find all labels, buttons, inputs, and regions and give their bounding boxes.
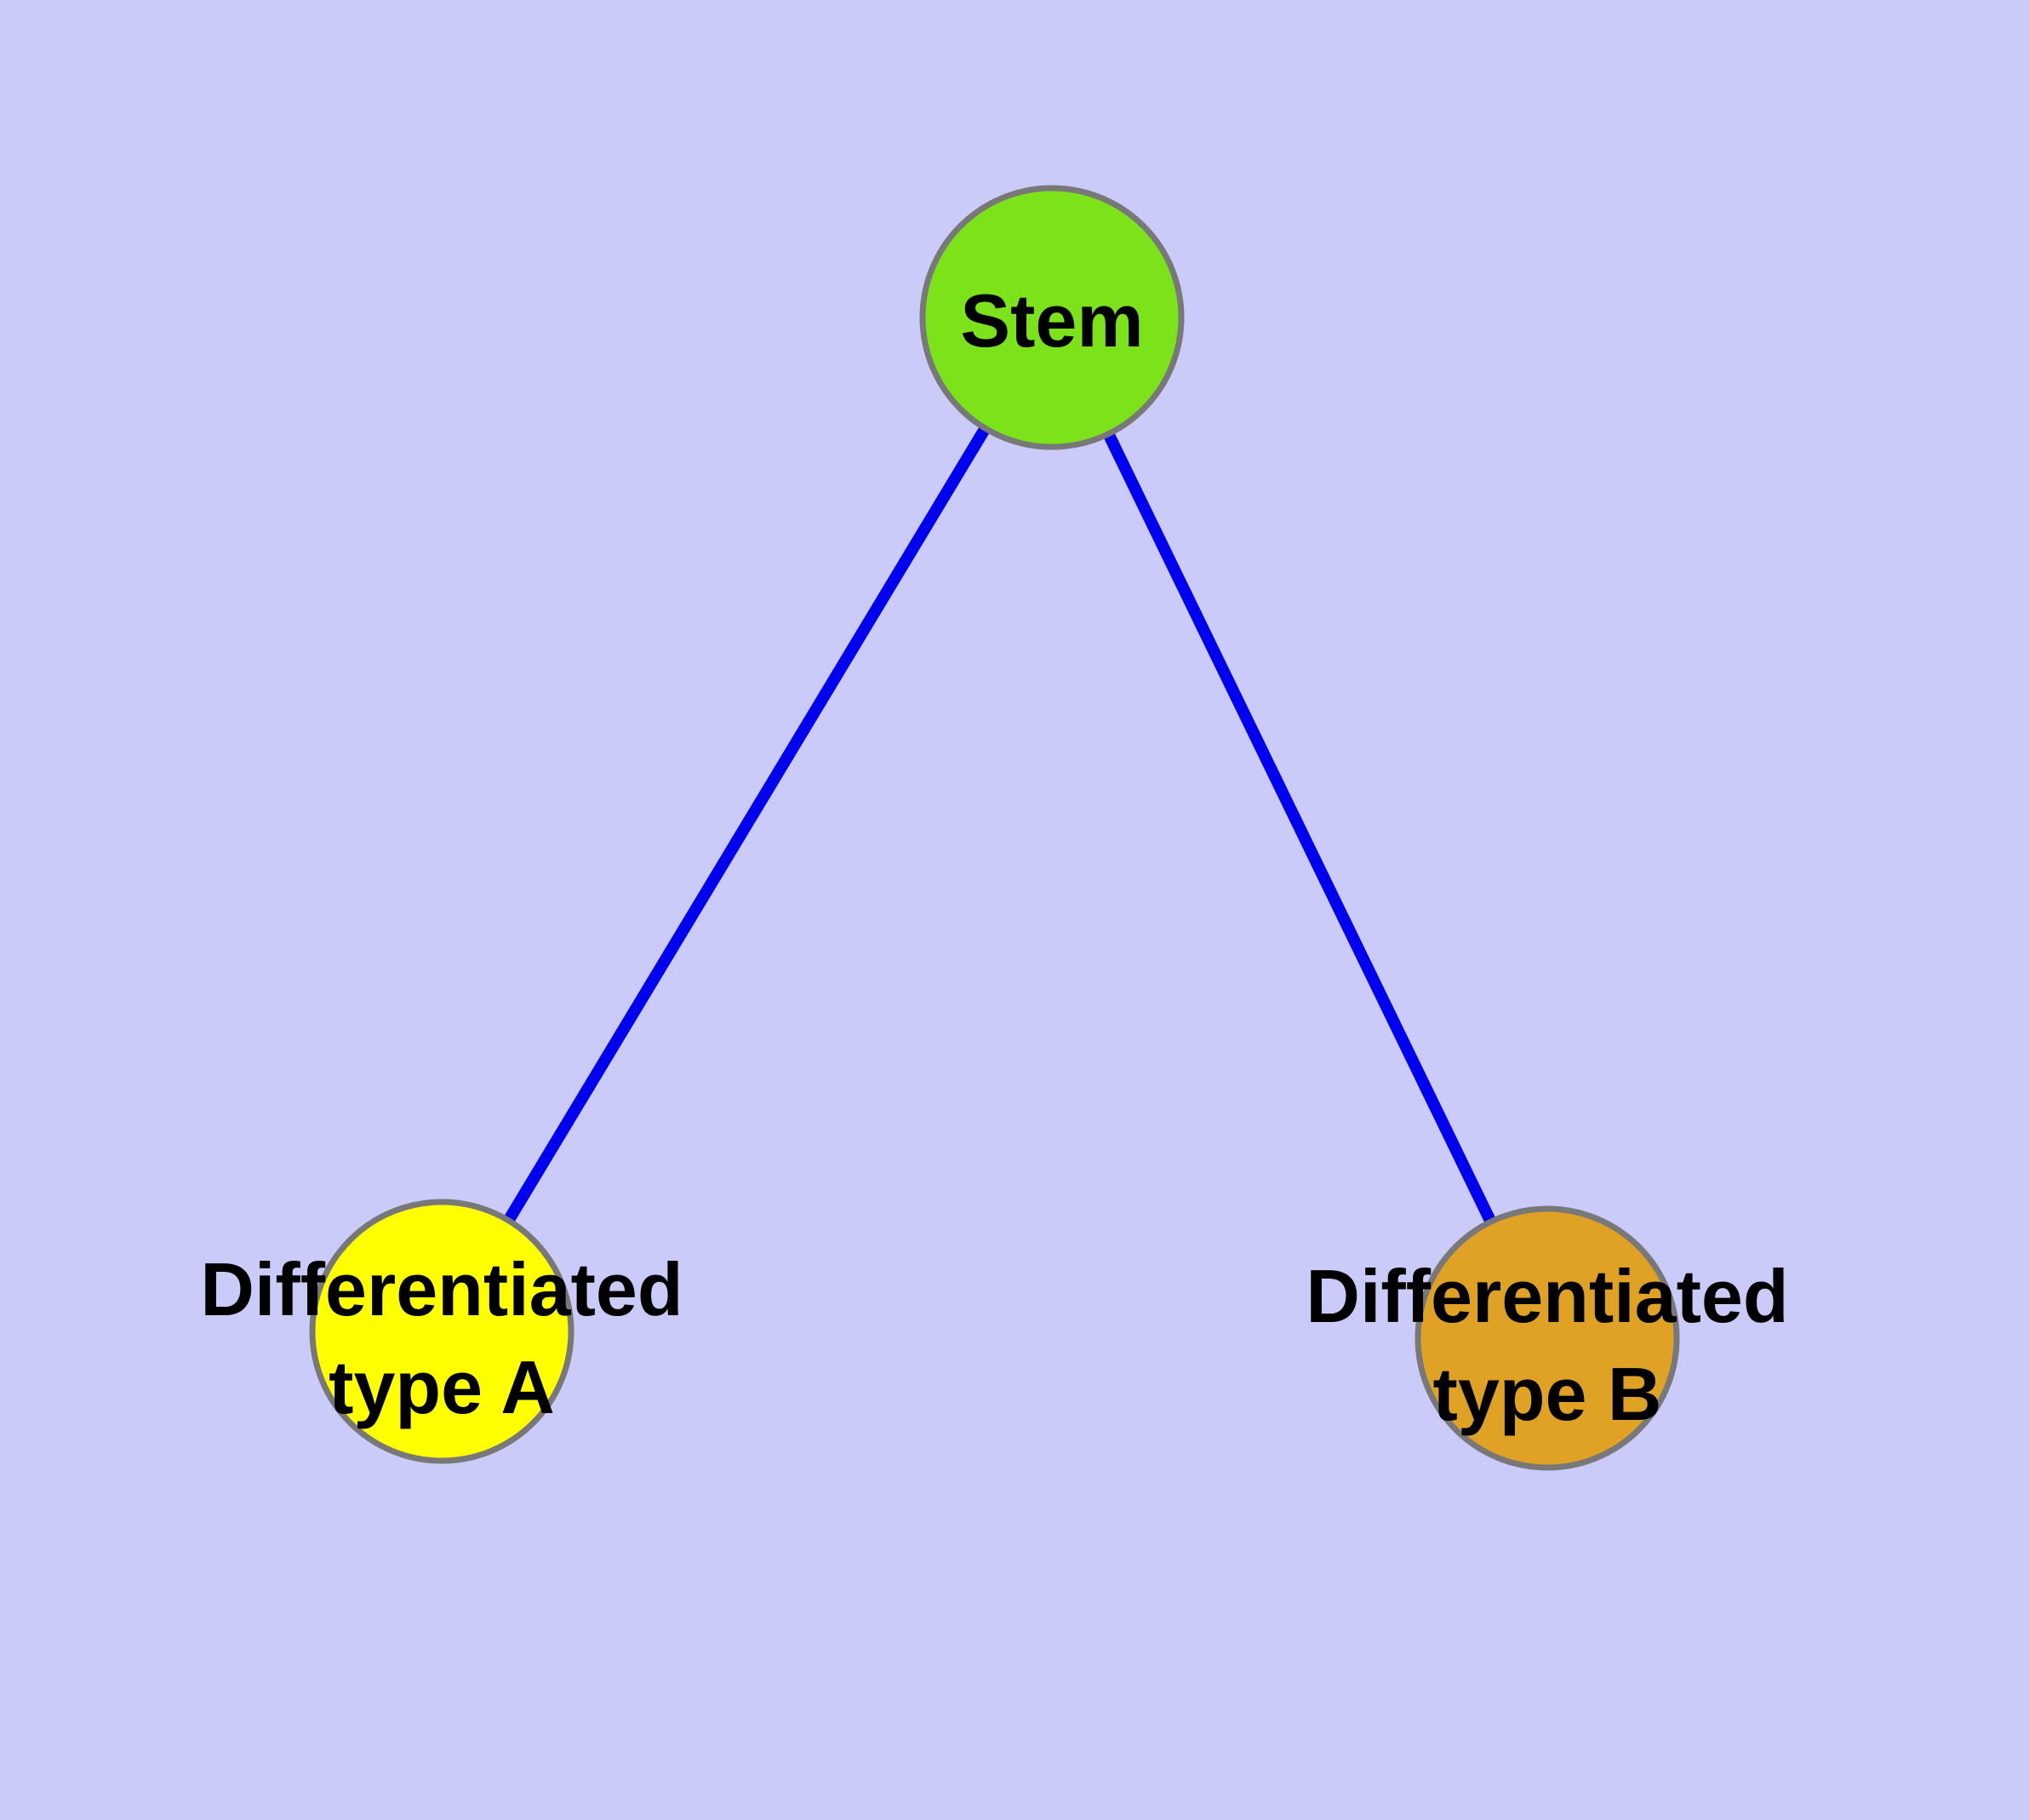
node-typeB-label-line1: Differentiated — [1306, 1254, 1788, 1338]
node-stem-circle — [919, 185, 1185, 450]
edge-stem-to-typeA — [437, 314, 1057, 1335]
label-group: Stem Differentiated type A Differentiate… — [200, 278, 1788, 1436]
node-typeA-label-line2: type A — [329, 1345, 555, 1429]
node-typeA-circle — [309, 1199, 574, 1464]
edge-stem-to-typeB — [1046, 314, 1553, 1342]
node-typeB-circle — [1415, 1205, 1680, 1471]
node-group — [309, 185, 1680, 1471]
node-typeB-label-line2: type B — [1433, 1352, 1662, 1436]
node-stem-label: Stem — [960, 278, 1143, 363]
node-typeA-label-line1: Differentiated — [200, 1247, 683, 1331]
edge-group — [437, 314, 1553, 1342]
